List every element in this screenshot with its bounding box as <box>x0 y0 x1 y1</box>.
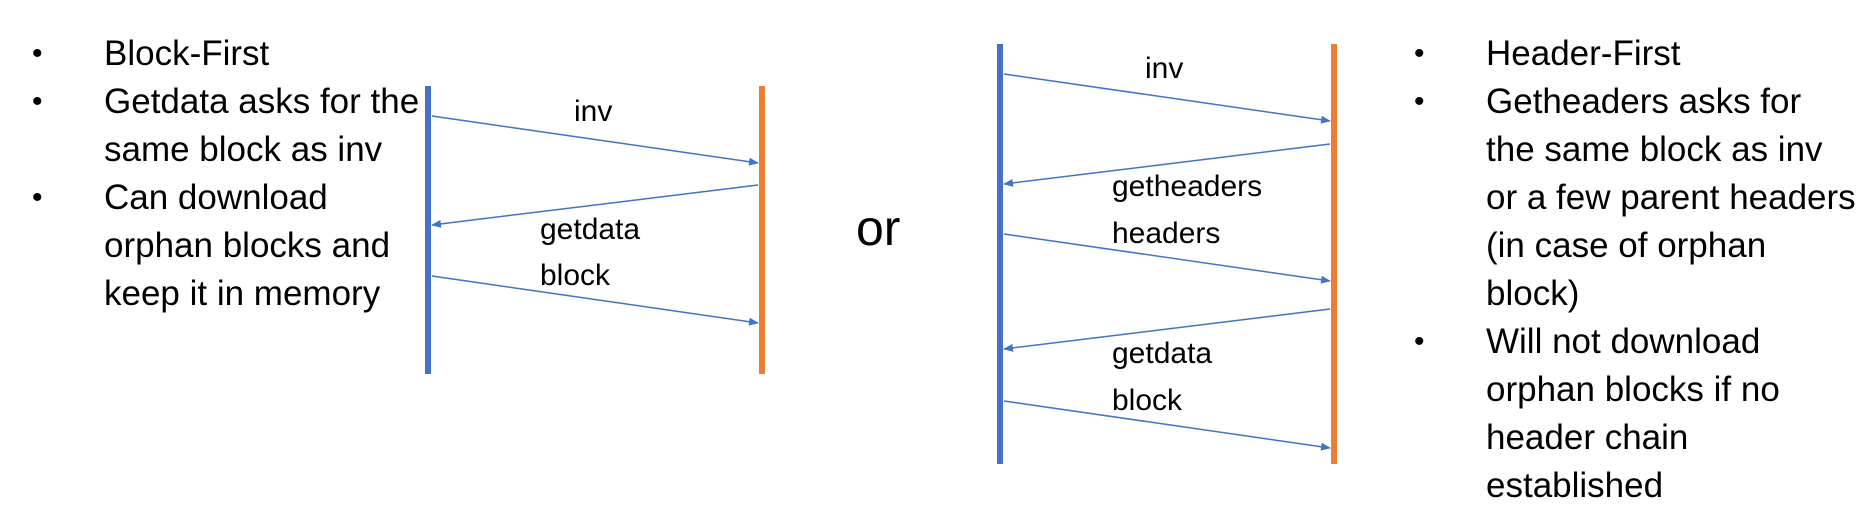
bullet-text: Can download orphan blocks and keep it i… <box>104 178 391 313</box>
headers-label: headers <box>1112 217 1220 250</box>
getdata-label: getdata <box>540 213 640 246</box>
bullet-dot: • <box>1414 37 1425 70</box>
headers-arrow <box>1003 233 1331 284</box>
header-first-bullet-list: • Header-First • Getheaders asks for the s… <box>1414 30 1858 510</box>
inv-label: inv <box>1145 52 1183 85</box>
inv-arrow <box>1003 73 1331 124</box>
getdata-arrow <box>431 184 759 228</box>
bullet-dot: • <box>1414 85 1425 118</box>
getdata-arrow <box>1003 308 1331 352</box>
bullet-item: • Will not download orphan blocks if no h… <box>1414 318 1858 510</box>
bullet-dot: • <box>1414 325 1425 358</box>
block-arrow <box>431 275 759 326</box>
inv-arrow <box>431 115 759 166</box>
block-label: block <box>540 259 611 292</box>
bullet-dot: • <box>32 181 43 214</box>
bullet-item: • Getheaders asks for the same block as i… <box>1414 78 1858 318</box>
bullet-item: • Getdata asks for the same block as inv <box>32 78 434 174</box>
bullet-text: Header-First <box>1486 34 1681 73</box>
bullet-text: Will not download orphan blocks if no he… <box>1486 322 1780 505</box>
bullet-item: • Can download orphan blocks and keep it … <box>32 174 434 318</box>
bullet-dot: • <box>32 85 43 118</box>
block-first-diagram: inv getdata block <box>425 86 765 374</box>
bullet-item: • Block-First <box>32 30 434 78</box>
inv-label: inv <box>574 95 612 128</box>
block-label: block <box>1112 384 1183 417</box>
bullet-dot: • <box>32 37 43 70</box>
bullet-text: Getheaders asks for the same block as in… <box>1486 82 1856 313</box>
bullet-text: Block-First <box>104 34 270 73</box>
block-first-bullet-list: • Block-First • Getdata asks for the same … <box>32 30 434 318</box>
getheaders-arrow <box>1003 143 1331 187</box>
getheaders-label: getheaders <box>1112 170 1262 203</box>
bullet-text: Getdata asks for the same block as inv <box>104 82 420 169</box>
block-arrow <box>1003 400 1331 451</box>
header-first-diagram: inv getheaders headers getdata block <box>997 44 1337 464</box>
getdata-label: getdata <box>1112 337 1212 370</box>
or-label: or <box>856 200 901 256</box>
bullet-item: • Header-First <box>1414 30 1858 78</box>
